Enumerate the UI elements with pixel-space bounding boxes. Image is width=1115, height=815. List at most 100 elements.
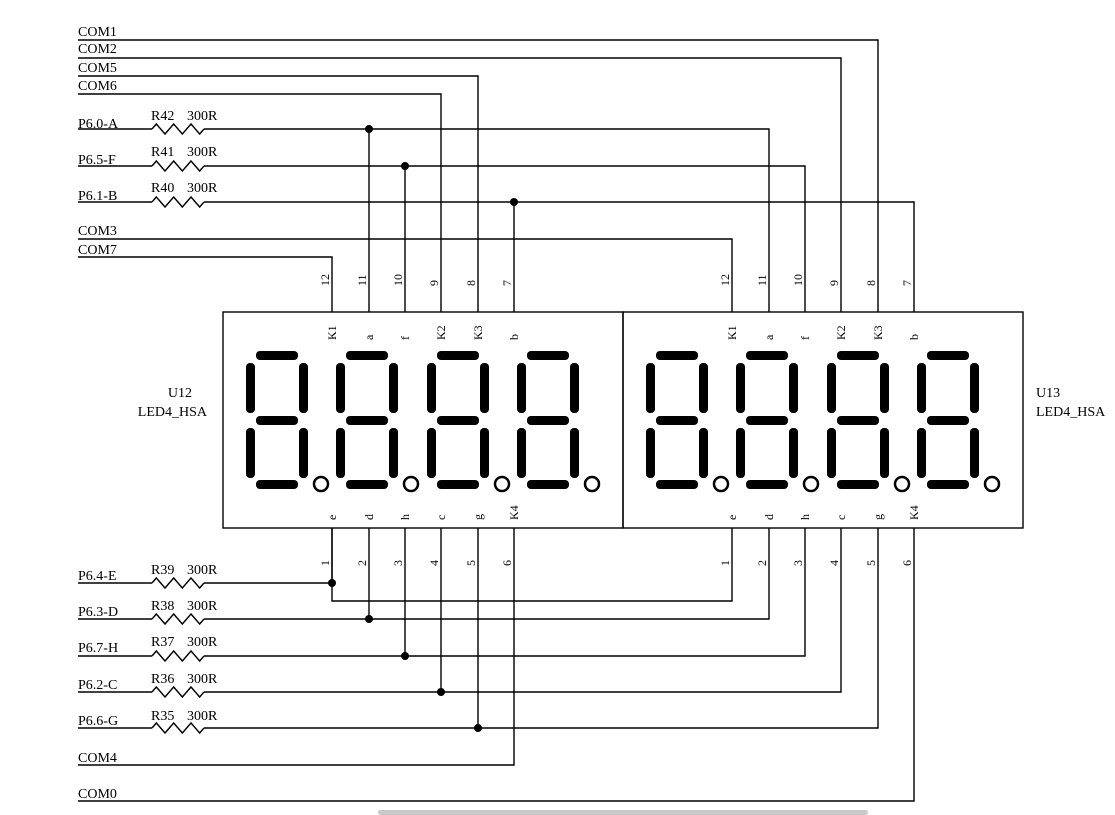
wire-com3 — [78, 238, 733, 312]
bottom-pin-name: K4 — [907, 505, 921, 520]
segment-dp — [893, 475, 911, 493]
segment-dp — [493, 475, 511, 493]
junctions — [328, 125, 518, 732]
top-pin-name: K3 — [471, 325, 485, 340]
segment-b — [299, 363, 308, 413]
top-pin-number: 12 — [318, 274, 332, 286]
segment-a — [927, 351, 969, 360]
resistor-value: 300R — [187, 145, 218, 160]
display-packages — [222, 311, 1024, 529]
bottom-pin-number: 1 — [318, 560, 332, 566]
bottom-pin-number: 6 — [900, 560, 914, 566]
resistor-value: 300R — [187, 563, 218, 578]
segment-a — [837, 351, 879, 360]
bottom-pin-number: 3 — [791, 560, 805, 566]
wire-d — [369, 528, 770, 620]
segment-g — [256, 416, 298, 425]
segment-e — [646, 428, 655, 478]
labels: COM1 COM2 COM5 COM6 P6.0-A P6.5-F P6.1-B… — [78, 25, 1106, 802]
top-pin-name: b — [907, 334, 921, 340]
top-pin-name: K2 — [834, 325, 848, 340]
bottom-pin-name: e — [725, 515, 739, 520]
segment-f — [517, 363, 526, 413]
segment-d — [346, 480, 388, 489]
resistor-ref: R36 — [151, 672, 174, 687]
junction-dot — [474, 724, 482, 732]
bottom-pin-number: 4 — [827, 560, 841, 566]
top-pin-name: K2 — [434, 325, 448, 340]
bottom-pin-number: 2 — [755, 560, 769, 566]
segment-a — [746, 351, 788, 360]
resistor-ref: R38 — [151, 599, 174, 614]
segment-e — [917, 428, 926, 478]
bottom-pin-name: c — [834, 515, 848, 520]
segment-g — [527, 416, 569, 425]
segment-a — [346, 351, 388, 360]
resistor-ref: R39 — [151, 563, 174, 578]
top-pin-number: 11 — [755, 274, 769, 286]
top-pin-number: 10 — [391, 274, 405, 286]
net-label-com3: COM3 — [78, 224, 117, 239]
resistor-zigzag — [151, 122, 205, 136]
segment-c — [389, 428, 398, 478]
wire-h — [405, 528, 806, 657]
segment-b — [389, 363, 398, 413]
segment-f — [917, 363, 926, 413]
top-pin-number: 9 — [827, 280, 841, 286]
bottom-pin-number: 6 — [500, 560, 514, 566]
segment-d — [437, 480, 479, 489]
net-label-p66g: P6.6-G — [78, 714, 118, 729]
segment-dp — [583, 475, 601, 493]
bottom-pin-name: h — [398, 514, 412, 520]
segment-c — [570, 428, 579, 478]
bottom-pin-number: 4 — [427, 560, 441, 566]
bottom-pin-name: c — [434, 515, 448, 520]
bottom-pin-name: g — [871, 514, 885, 520]
segment-a — [437, 351, 479, 360]
wire-e — [331, 528, 733, 602]
wire-com5 — [78, 75, 479, 312]
segment-f — [246, 363, 255, 413]
resistor-value: 300R — [187, 109, 218, 124]
net-label-p61b: P6.1-B — [78, 189, 117, 204]
bottom-pin-name: K4 — [507, 505, 521, 520]
segment-a — [256, 351, 298, 360]
net-label-p63d: P6.3-D — [78, 605, 118, 620]
top-pin-name: a — [362, 334, 376, 340]
resistor-value: 300R — [187, 599, 218, 614]
junction-dot — [510, 198, 518, 206]
top-pin-name: K1 — [325, 325, 339, 340]
segment-dp — [712, 475, 730, 493]
segment-b — [880, 363, 889, 413]
bottom-pin-name: d — [762, 514, 776, 520]
segment-g — [927, 416, 969, 425]
segment-d — [837, 480, 879, 489]
segment-a — [656, 351, 698, 360]
segment-f — [427, 363, 436, 413]
top-pin-number: 8 — [464, 280, 478, 286]
resistor-zigzag — [151, 195, 205, 209]
horizontal-scrollbar[interactable] — [378, 810, 868, 815]
segment-g — [346, 416, 388, 425]
top-pin-name: f — [398, 336, 412, 340]
top-pin-name: K1 — [725, 325, 739, 340]
net-label-com7: COM7 — [78, 243, 117, 258]
u12-part: LED4_HSA — [138, 405, 208, 420]
wire-com7 — [78, 256, 333, 312]
net-label-p62c: P6.2-C — [78, 678, 117, 693]
resistor-value: 300R — [187, 181, 218, 196]
junction-dot — [401, 652, 409, 660]
top-pin-number: 8 — [864, 280, 878, 286]
resistor-ref: R41 — [151, 145, 174, 160]
wire-c — [441, 528, 842, 693]
wire-net-out — [204, 128, 770, 312]
junction-dot — [401, 162, 409, 170]
top-pin-number: 12 — [718, 274, 732, 286]
wire-net-out — [204, 201, 915, 312]
net-label-p65f: P6.5-F — [78, 153, 116, 168]
net-label-p67h: P6.7-H — [78, 641, 118, 656]
segment-c — [789, 428, 798, 478]
junction-dot — [437, 688, 445, 696]
u12-designator: U12 — [168, 386, 192, 401]
